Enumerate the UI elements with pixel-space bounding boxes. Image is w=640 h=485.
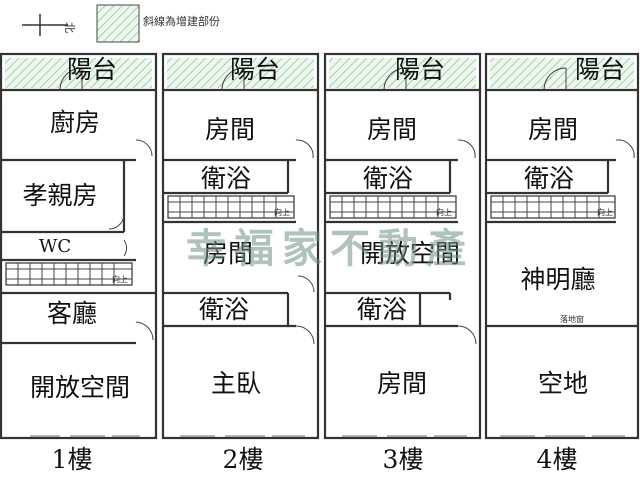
room-label: 陽台 <box>395 55 445 84</box>
stair-note: 向上 <box>112 274 128 284</box>
floor-3-plan: 陽台 房間 衛浴 開放空間 衛浴 房間 向上 3樓 <box>323 52 482 474</box>
room-label: 客廳 <box>47 299 97 328</box>
north-arrow-icon: 北 <box>22 14 76 36</box>
room-label: 衛浴 <box>199 295 249 324</box>
stair-note: 向上 <box>436 207 452 217</box>
room-label: 開放空間 <box>30 373 130 402</box>
legend: 北 斜線為增建部份 <box>22 4 220 43</box>
room-label: 開放空間 <box>360 239 460 268</box>
room-label: 房間 <box>205 115 255 144</box>
room-label: 房間 <box>367 115 417 144</box>
room-label: 空地 <box>538 369 588 398</box>
floor-1-plan: 陽台 廚房 孝親房 WC 客廳 開放空間 向上 1樓 <box>0 52 158 474</box>
room-label: 孝親房 <box>22 181 97 210</box>
hatch-caption: 斜線為增建部份 <box>143 14 220 28</box>
watermark: 幸福家不動產 <box>186 226 474 272</box>
floor-2-plan: 陽台 房間 衛浴 房間 衛浴 主臥 向上 2樓 <box>161 52 320 474</box>
room-label: 房間 <box>377 369 427 398</box>
floor-label: 2樓 <box>223 445 264 474</box>
stair-note: 向上 <box>274 207 290 217</box>
floor-4-plan: 陽台 房間 衛浴 神明廳 空地 向上 落地窗 4樓 <box>484 52 640 474</box>
room-label: 衛浴 <box>524 164 574 193</box>
floor-label: 1樓 <box>52 445 93 474</box>
floor-label: 3樓 <box>383 445 424 474</box>
hatch-swatch <box>97 5 139 42</box>
room-label: 衛浴 <box>363 164 413 193</box>
room-label: 主臥 <box>211 369 261 398</box>
room-label: 廚房 <box>50 108 100 137</box>
room-label: 陽台 <box>230 55 280 84</box>
room-label: 房間 <box>203 239 253 268</box>
room-label: WC <box>39 236 71 257</box>
floor-label: 4樓 <box>537 445 578 474</box>
stair-note: 向上 <box>597 207 613 217</box>
room-label: 衛浴 <box>357 295 407 324</box>
room-label: 神明廳 <box>520 265 595 294</box>
window-note: 落地窗 <box>560 314 584 324</box>
room-label: 衛浴 <box>201 164 251 193</box>
room-label: 房間 <box>528 115 578 144</box>
room-label: 陽台 <box>67 55 117 84</box>
room-label: 陽台 <box>575 55 625 84</box>
north-label: 北 <box>63 22 76 33</box>
